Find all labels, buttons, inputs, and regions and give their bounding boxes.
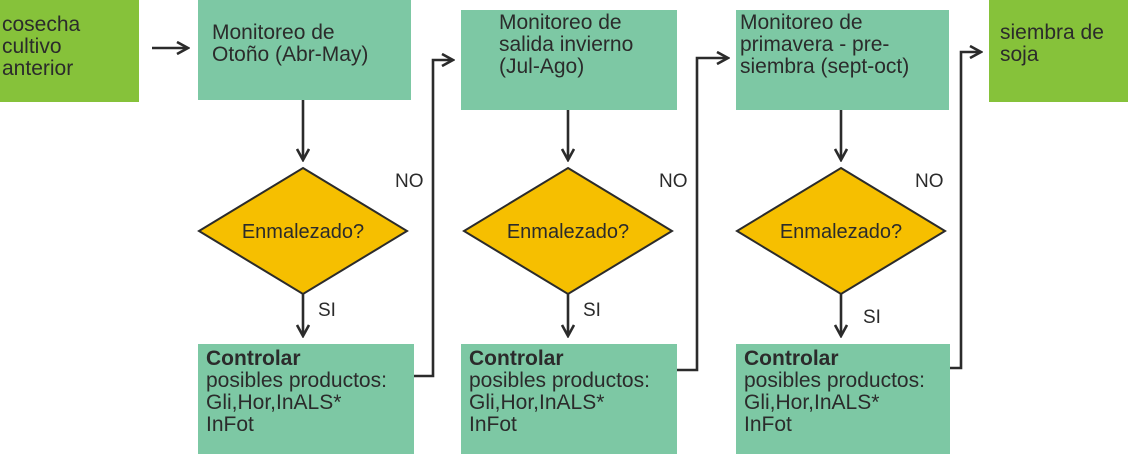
control-1-title: Controlar <box>206 347 301 370</box>
decision-2-question: Enmalezado? <box>507 221 629 243</box>
monitor-box-3: Monitoreo de primavera - pre- siembra (s… <box>736 10 949 110</box>
control-3-text: posibles productos: Gli,Hor,InALS* InFot <box>744 369 925 436</box>
arrow-control-3-to-end <box>950 52 981 370</box>
start-box: cosecha cultivo anterior <box>0 0 139 102</box>
control-box-3: Controlar posibles productos: Gli,Hor,In… <box>736 344 950 454</box>
no-label-2: NO <box>659 171 688 192</box>
decision-1-question: Enmalezado? <box>242 221 364 243</box>
arrow-control-2-to-monitor-3 <box>677 58 728 372</box>
end-box: siembra de soja <box>989 0 1128 102</box>
monitor-box-2: Monitoreo de salida invierno (Jul-Ago) <box>461 10 677 110</box>
decision-3-question: Enmalezado? <box>780 221 902 243</box>
control-2-title: Controlar <box>469 347 564 370</box>
no-label-3: NO <box>915 171 944 192</box>
control-2-text: posibles productos: Gli,Hor,InALS* InFot <box>469 369 650 436</box>
no-label-1: NO <box>395 171 424 192</box>
yes-label-1: SI <box>318 300 336 321</box>
yes-label-3: SI <box>863 307 881 328</box>
control-1-text: posibles productos: Gli,Hor,InALS* InFot <box>206 369 387 436</box>
control-3-title: Controlar <box>744 347 839 370</box>
yes-label-2: SI <box>583 300 601 321</box>
control-box-1: Controlar posibles productos: Gli,Hor,In… <box>198 344 414 454</box>
control-box-2: Controlar posibles productos: Gli,Hor,In… <box>461 344 677 454</box>
monitor-box-1: Monitoreo de Otoño (Abr-May) <box>198 0 411 100</box>
arrow-control-1-to-monitor-2 <box>414 60 453 378</box>
